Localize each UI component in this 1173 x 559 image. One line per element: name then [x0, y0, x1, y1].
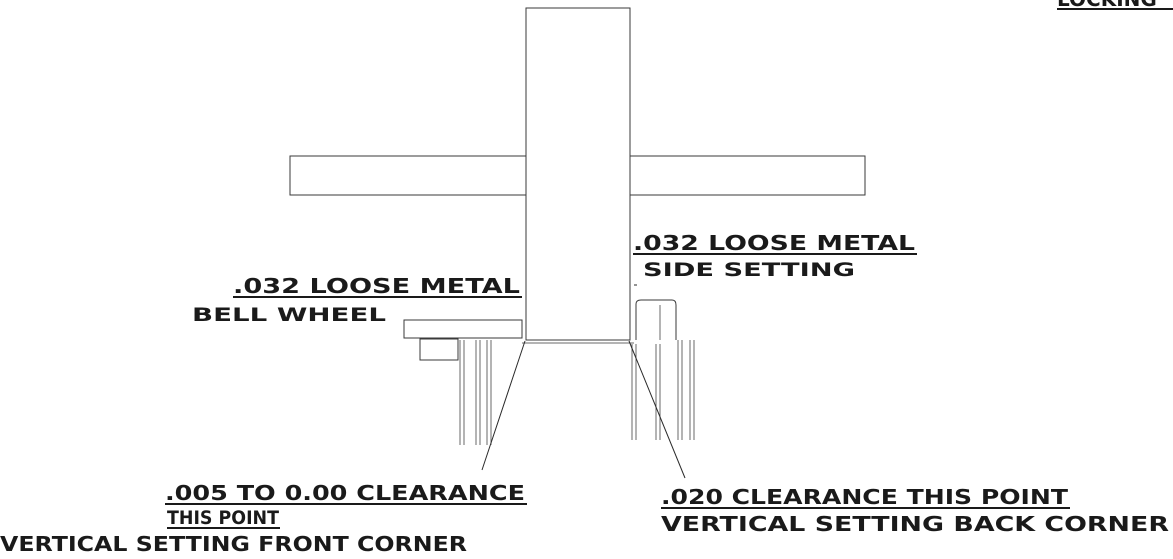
side-setting-component: [635, 299, 677, 340]
side-setting-sub: SIDE SETTING: [643, 259, 855, 281]
back-clearance-sub: VERTICAL SETTING BACK CORNER: [661, 512, 1169, 536]
bell-wheel-plate: [403, 319, 523, 339]
front-clearance-sub: VERTICAL SETTING FRONT CORNER: [0, 532, 467, 556]
back-clearance-title: .020 CLEARANCE THIS POINT: [661, 485, 1068, 509]
bell-wheel-small-block: [419, 338, 459, 361]
front-corner-leader: [481, 340, 526, 471]
right-support-posts: [631, 340, 695, 440]
top-right-label: LOCKING: [1057, 0, 1157, 11]
back-corner-leader: [628, 340, 686, 479]
left-support-posts: [459, 340, 492, 445]
bell-wheel-sub: BELL WHEEL: [192, 304, 386, 326]
front-clearance-title: .005 TO 0.00 CLEARANCE: [165, 481, 525, 505]
horizontal-bar-right: [629, 155, 866, 196]
horizontal-bar-left: [289, 155, 527, 196]
central-block: [525, 7, 631, 341]
bell-wheel-title: .032 LOOSE METAL: [233, 274, 520, 298]
side-setting-title: .032 LOOSE METAL: [633, 231, 915, 255]
front-clearance-mid: THIS POINT: [167, 507, 279, 529]
